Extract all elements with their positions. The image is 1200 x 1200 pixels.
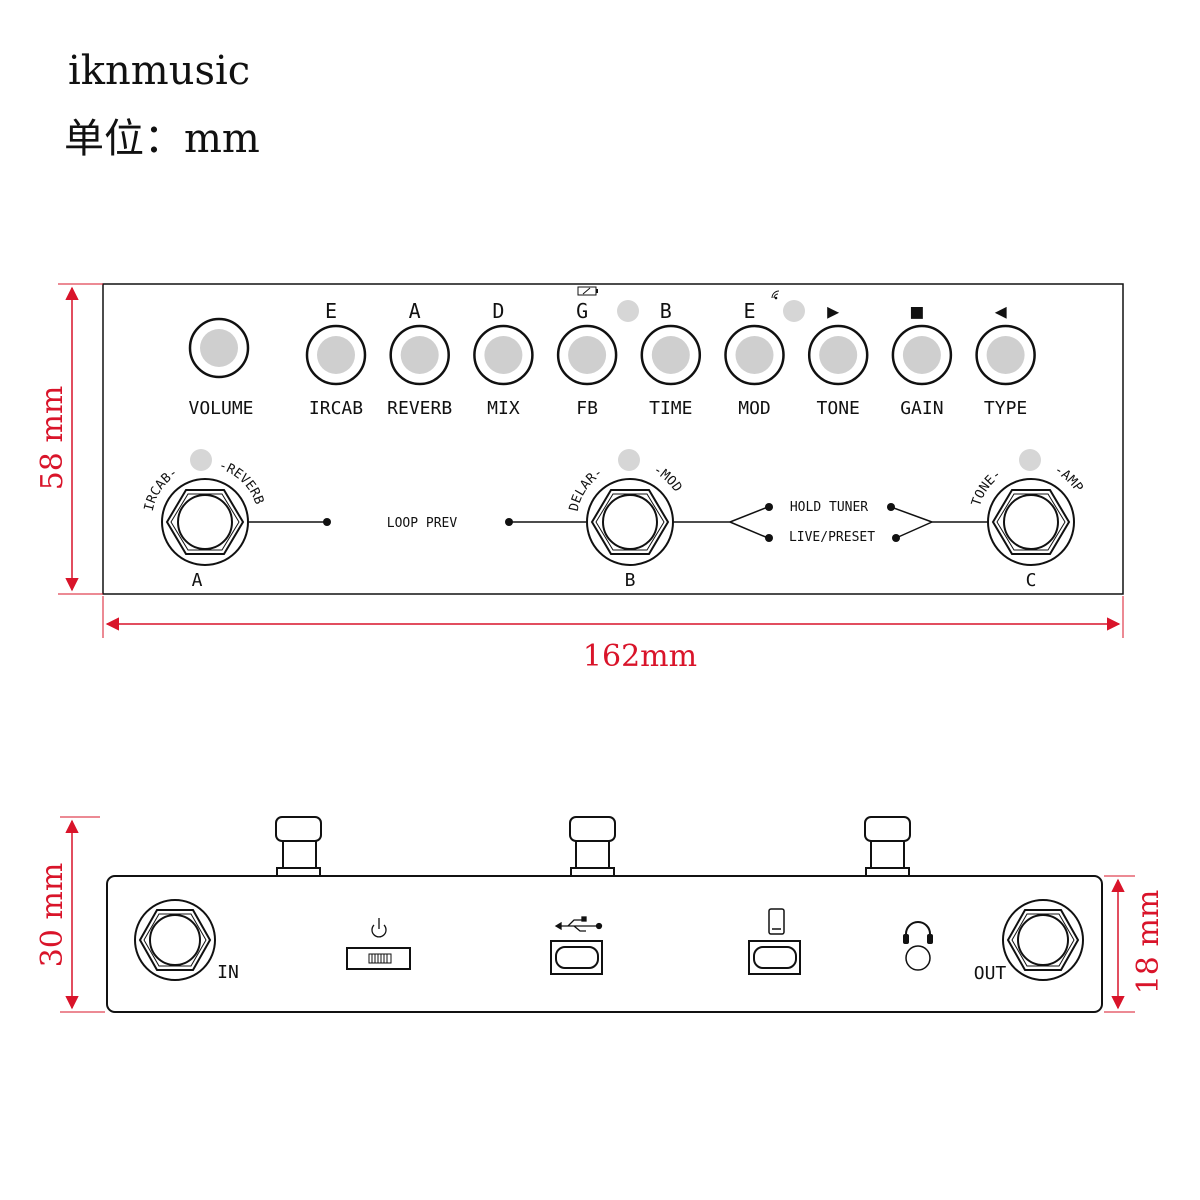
live-preset-label: LIVE/PRESET xyxy=(789,530,875,545)
total-height-label: 30 mm xyxy=(35,863,70,968)
knob-tone-label: TONE xyxy=(817,398,860,419)
knob-mix[interactable] xyxy=(473,324,534,386)
switch-c-letter: C xyxy=(1026,570,1037,591)
knob-row: E IRCAB A REVERB D MIX G FB B TIME E MOD ▶ TONE ■ GAIN ◀… xyxy=(305,299,1036,419)
height-dimension: 58 mm xyxy=(35,283,103,595)
footswitch-b[interactable] xyxy=(586,478,674,566)
knob-tone[interactable] xyxy=(807,324,869,386)
usb-icon xyxy=(554,916,603,932)
hold-tuner-label: HOLD TUNER xyxy=(790,500,868,515)
knob-reverb-top-label: A xyxy=(409,299,421,323)
knob-ircab[interactable] xyxy=(305,324,367,386)
width-dimension-label: 162mm xyxy=(583,639,697,674)
phone-port[interactable] xyxy=(748,940,801,975)
knob-time-top-label: B xyxy=(660,299,672,323)
headphone-jack[interactable] xyxy=(905,945,931,971)
footswitch-c[interactable] xyxy=(987,478,1075,566)
led-a xyxy=(190,449,212,471)
height-dimension-label: 58 mm xyxy=(35,386,70,491)
usb-port[interactable] xyxy=(550,940,603,975)
knob-type[interactable] xyxy=(975,324,1036,386)
knob-time[interactable] xyxy=(640,324,702,386)
body-height-label: 18 mm xyxy=(1131,890,1166,995)
knob-tone-top-label: ▶ xyxy=(827,299,839,323)
knob-mod[interactable] xyxy=(724,324,785,386)
led-c xyxy=(1019,449,1041,471)
knob-reverb-label: REVERB xyxy=(387,398,452,419)
footswitch-a[interactable] xyxy=(161,478,249,566)
knob-gain[interactable] xyxy=(891,324,953,386)
fork-b xyxy=(673,506,769,539)
body-height-dimension: 18 mm xyxy=(1104,875,1166,1013)
side-footswitch-b xyxy=(569,816,616,877)
knob-mix-top-label: D xyxy=(492,299,504,323)
side-footswitch-a xyxy=(275,816,322,877)
headphones-icon xyxy=(903,921,933,944)
width-dimension: 162mm xyxy=(102,596,1124,674)
fork-c xyxy=(890,506,990,539)
output-jack[interactable] xyxy=(1002,899,1084,981)
brand-title: iknmusic xyxy=(68,48,251,94)
knob-gain-top-label: ■ xyxy=(911,299,923,323)
led-b xyxy=(618,449,640,471)
knob-fb-top-label: G xyxy=(576,299,588,323)
knob-ircab-label: IRCAB xyxy=(309,398,363,419)
knob-mod-top-label: E xyxy=(743,299,755,323)
side-body-outline xyxy=(106,875,1103,1013)
knob-reverb[interactable] xyxy=(389,324,450,386)
unit-label: 单位：mm xyxy=(64,116,260,162)
switch-b-letter: B xyxy=(625,570,636,591)
connector-a-dot xyxy=(323,518,331,526)
fork-b-dot-bottom xyxy=(765,534,773,542)
loop-prev-label: LOOP PREV xyxy=(387,516,458,531)
wireless-led xyxy=(783,300,805,322)
in-label: IN xyxy=(217,962,239,983)
phone-icon xyxy=(768,908,785,935)
battery-led xyxy=(617,300,639,322)
out-label: OUT xyxy=(974,963,1007,984)
volume-knob[interactable] xyxy=(188,317,250,379)
input-jack[interactable] xyxy=(134,899,216,981)
top-panel-outline xyxy=(102,283,1124,595)
knob-mod-label: MOD xyxy=(738,398,771,419)
knob-type-top-label: ◀ xyxy=(995,299,1007,323)
volume-label: VOLUME xyxy=(188,398,253,419)
fork-b-dot-top xyxy=(765,503,773,511)
switch-a-letter: A xyxy=(192,570,203,591)
knob-fb[interactable] xyxy=(556,324,618,386)
knob-mix-label: MIX xyxy=(487,398,520,419)
knob-fb-label: FB xyxy=(576,398,598,419)
knob-ircab-top-label: E xyxy=(325,299,337,323)
power-icon xyxy=(371,918,387,938)
knob-type-label: TYPE xyxy=(984,398,1027,419)
total-height-dimension: 30 mm xyxy=(35,816,105,1013)
knob-time-label: TIME xyxy=(649,398,692,419)
knob-gain-label: GAIN xyxy=(900,398,943,419)
battery-icon xyxy=(577,286,598,296)
power-switch[interactable] xyxy=(346,947,411,970)
side-footswitch-c xyxy=(864,816,911,877)
wireless-icon xyxy=(771,290,780,300)
